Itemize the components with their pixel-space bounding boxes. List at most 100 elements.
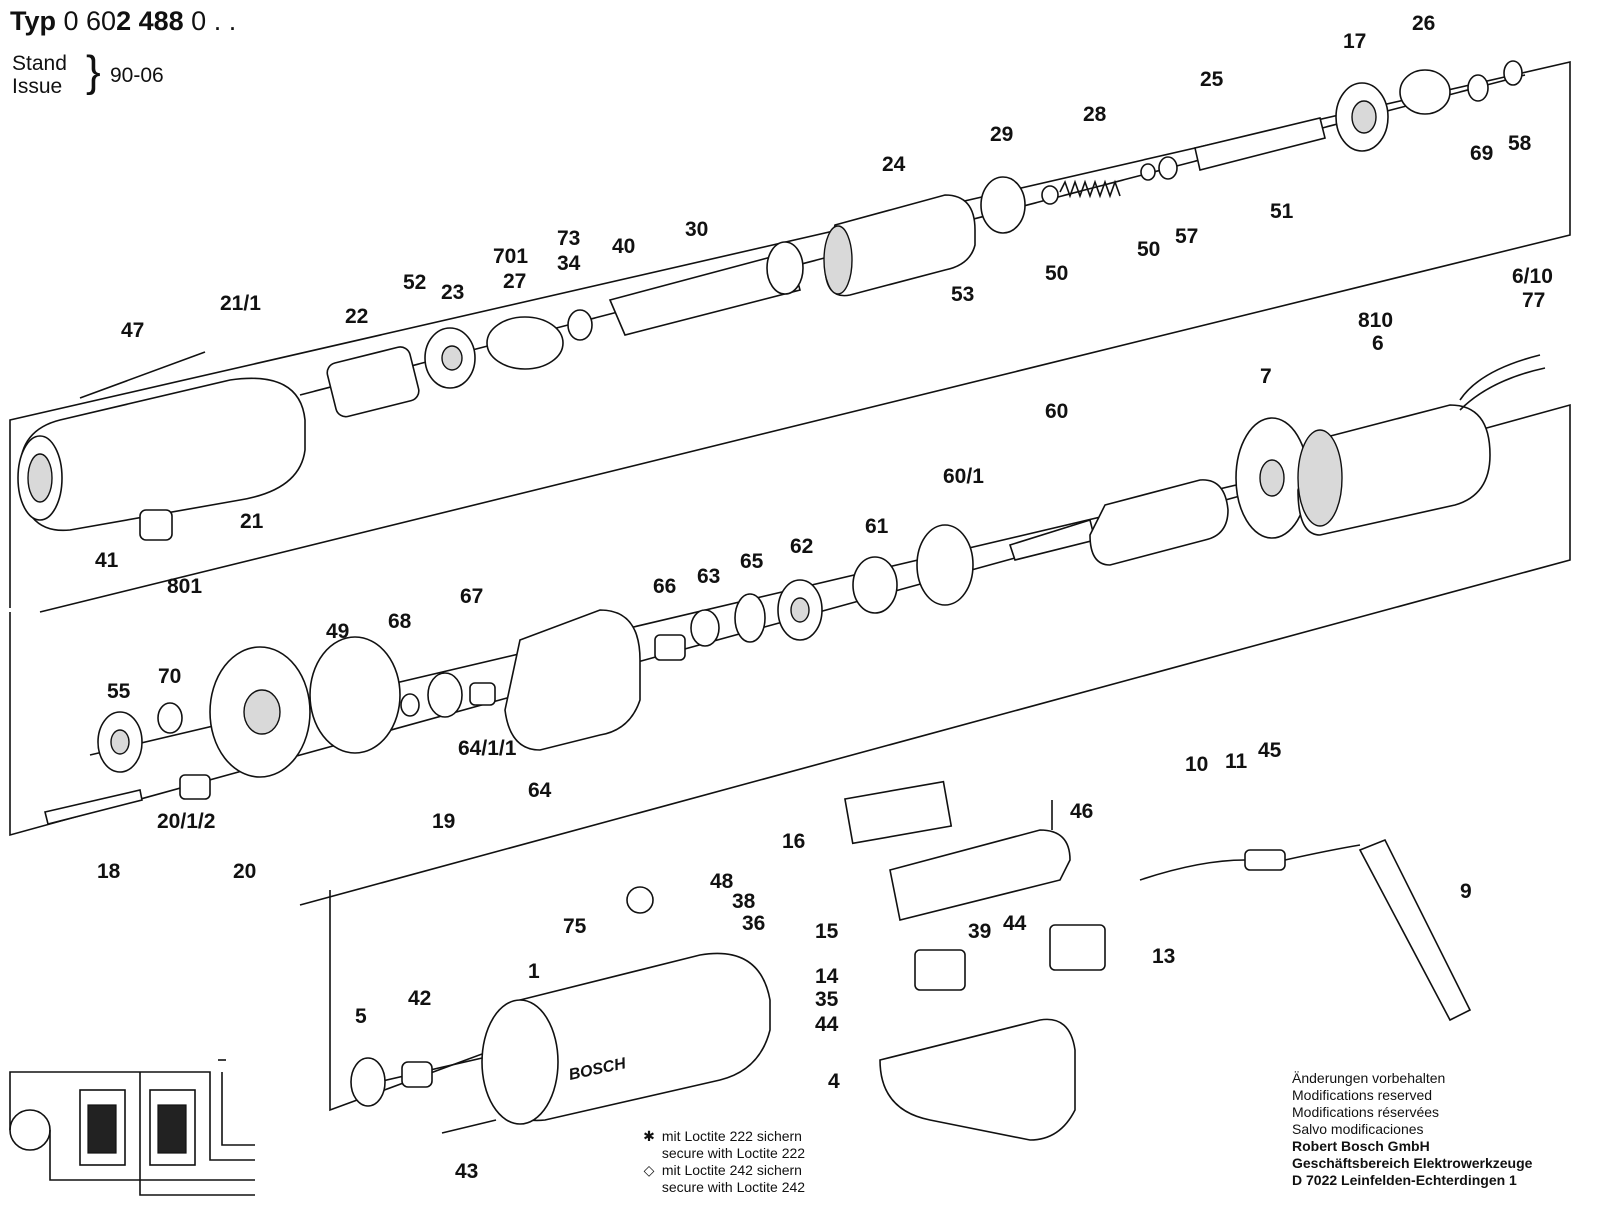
label-49: 49 bbox=[326, 620, 349, 643]
label-810: 810 bbox=[1358, 309, 1393, 332]
label-22: 22 bbox=[345, 305, 368, 328]
label-13: 13 bbox=[1152, 945, 1175, 968]
switch-symbol-a-core bbox=[87, 1104, 117, 1154]
bush-42 bbox=[401, 1061, 433, 1088]
ball-50 bbox=[1041, 185, 1059, 205]
cable-guard-9 bbox=[1358, 838, 1472, 1022]
type-number-a: 0 60 bbox=[63, 6, 117, 36]
label-63: 63 bbox=[697, 565, 720, 588]
grease-nipple-41 bbox=[139, 509, 173, 541]
armature-shaft bbox=[1008, 518, 1096, 561]
switch-14 bbox=[914, 949, 966, 991]
loctite-222-de: mit Loctite 222 sichern bbox=[661, 1128, 802, 1144]
motor-housing-opening bbox=[481, 999, 559, 1125]
label-29: 29 bbox=[990, 123, 1013, 146]
bearing-64-1-1 bbox=[469, 682, 496, 706]
bearing-housing-64 bbox=[504, 609, 641, 751]
modification-notes: Änderungen vorbehalten Modifications res… bbox=[1292, 1070, 1532, 1189]
middle-row-parts bbox=[44, 354, 1546, 825]
gear-housing-21 bbox=[19, 377, 306, 532]
cable-10 bbox=[1244, 849, 1286, 871]
o-ring-49 bbox=[309, 636, 401, 754]
ring-57 bbox=[1158, 156, 1178, 180]
washer-69 bbox=[1467, 74, 1489, 102]
label-35: 35 bbox=[815, 988, 839, 1011]
label-64-1-1: 64/1/1 bbox=[458, 737, 517, 760]
field-lead-b bbox=[1459, 367, 1546, 411]
label-47: 47 bbox=[121, 319, 144, 342]
label-50a: 50 bbox=[1045, 262, 1068, 285]
spindle-30 bbox=[608, 251, 801, 336]
label-34: 34 bbox=[557, 252, 581, 275]
label-77: 77 bbox=[1522, 289, 1545, 312]
stand-issue-labels: Stand Issue bbox=[12, 52, 67, 98]
label-51: 51 bbox=[1270, 200, 1294, 223]
housing-bore bbox=[27, 453, 53, 503]
type-number-c: 0 . . bbox=[191, 6, 237, 36]
type-number: Typ 0 602 488 0 . . bbox=[10, 6, 236, 37]
armature-60 bbox=[1089, 479, 1229, 566]
star-icon: ✱ bbox=[643, 1128, 655, 1144]
bearing-seat-61 bbox=[852, 556, 898, 614]
label-19: 19 bbox=[432, 810, 455, 833]
label-75: 75 bbox=[563, 915, 587, 938]
spindle-collar bbox=[766, 241, 804, 295]
label-21-1: 21/1 bbox=[220, 292, 261, 315]
fan-60-1 bbox=[916, 524, 974, 606]
label-25: 25 bbox=[1200, 68, 1224, 91]
circlip-58 bbox=[1503, 60, 1523, 86]
note-en: Modifications reserved bbox=[1292, 1087, 1433, 1103]
label-60-1: 60/1 bbox=[943, 465, 984, 488]
handle-4 bbox=[879, 1018, 1076, 1141]
label-20-1-2: 20/1/2 bbox=[157, 810, 215, 833]
label-52: 52 bbox=[403, 271, 426, 294]
spring-28 bbox=[1059, 179, 1121, 199]
frame-middle bbox=[9, 403, 1571, 906]
switch-13 bbox=[1049, 924, 1106, 971]
seal-5 bbox=[350, 1057, 386, 1107]
bush-20-1-2 bbox=[179, 774, 211, 800]
issue-label: Issue bbox=[12, 75, 63, 98]
label-36: 36 bbox=[742, 912, 765, 935]
label-30: 30 bbox=[685, 218, 708, 241]
top-row-parts bbox=[17, 60, 1526, 541]
label-43: 43 bbox=[455, 1160, 478, 1183]
label-48: 48 bbox=[710, 870, 734, 893]
loctite-legend: ✱ mit Loctite 222 sichern secure with Lo… bbox=[640, 1128, 805, 1196]
screw-47 bbox=[79, 351, 206, 399]
label-69: 69 bbox=[1470, 142, 1493, 165]
loctite-242-de: mit Loctite 242 sichern bbox=[661, 1162, 802, 1178]
label-45: 45 bbox=[1258, 739, 1282, 762]
label-5: 5 bbox=[355, 1005, 367, 1028]
label-55: 55 bbox=[107, 680, 131, 703]
ball-50b bbox=[1140, 163, 1156, 181]
bottom-row-parts: BOSCH bbox=[350, 780, 1472, 1141]
label-6: 6 bbox=[1372, 332, 1384, 355]
label-10: 10 bbox=[1185, 753, 1208, 776]
brace-glyph: } bbox=[86, 47, 101, 96]
plate-16 bbox=[844, 780, 953, 845]
label-39: 39 bbox=[968, 920, 991, 943]
field-lead-a bbox=[1459, 354, 1541, 401]
label-73: 73 bbox=[557, 227, 580, 250]
label-53: 53 bbox=[951, 283, 974, 306]
frame-top bbox=[9, 60, 1571, 613]
company-division: Geschäftsbereich Elektrowerkzeuge bbox=[1292, 1155, 1533, 1171]
label-28: 28 bbox=[1083, 103, 1107, 126]
pinion-19 bbox=[427, 672, 463, 718]
label-4: 4 bbox=[828, 1070, 840, 1093]
note-de: Änderungen vorbehalten bbox=[1292, 1070, 1446, 1086]
label-38: 38 bbox=[732, 890, 756, 913]
screw-43 bbox=[441, 1119, 497, 1134]
label-44a: 44 bbox=[1003, 912, 1027, 935]
label-20: 20 bbox=[233, 860, 256, 883]
label-17: 17 bbox=[1343, 30, 1366, 53]
loctite-222-en: secure with Loctite 222 bbox=[661, 1145, 806, 1161]
label-61: 61 bbox=[865, 515, 889, 538]
stand-label: Stand bbox=[12, 52, 67, 75]
wiring-diagram bbox=[9, 1059, 255, 1196]
label-801: 801 bbox=[167, 575, 202, 598]
label-62: 62 bbox=[790, 535, 813, 558]
label-58: 58 bbox=[1508, 132, 1532, 155]
